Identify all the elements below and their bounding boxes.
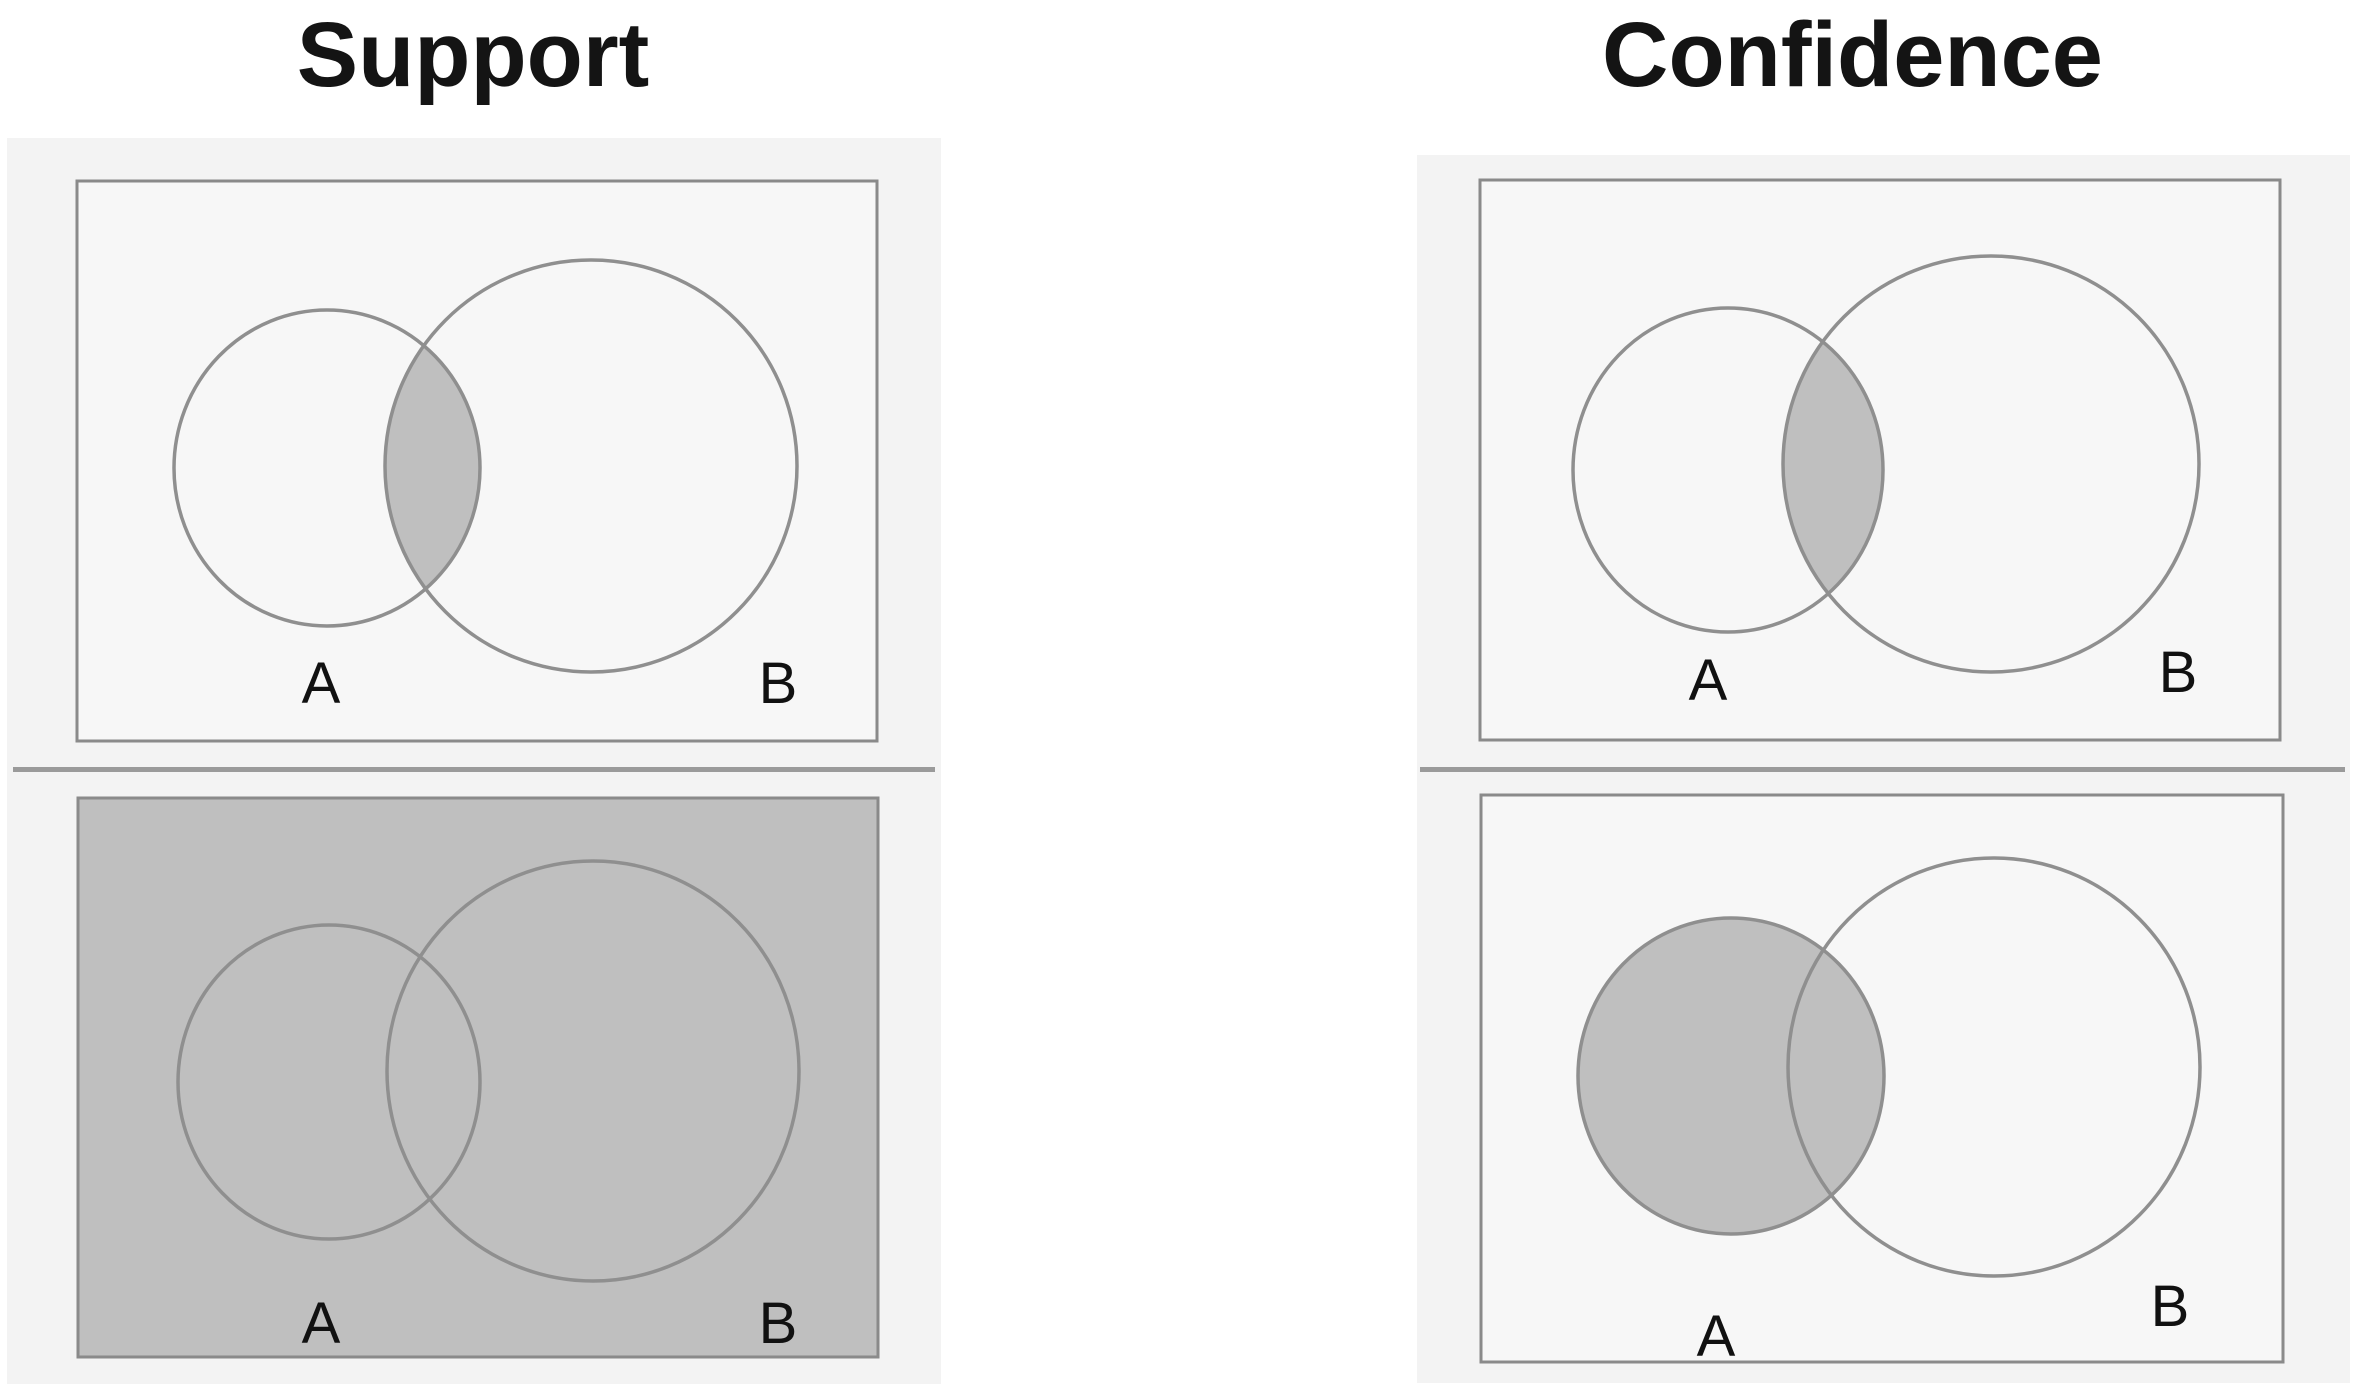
- label-a: A: [302, 1291, 341, 1356]
- support-denominator-venn: A B: [76, 796, 880, 1359]
- fraction-bar: [13, 767, 935, 772]
- support-panel: A B A B: [7, 138, 941, 1384]
- support-fraction-diagram: A B A B: [13, 179, 935, 1359]
- support-numerator-venn: A B: [75, 179, 879, 743]
- intersection-shaded-region: [1783, 308, 1883, 632]
- confidence-fraction-diagram: A B A B: [1420, 178, 2345, 1369]
- confidence-denominator-venn: A B: [1479, 793, 2285, 1369]
- label-b: B: [2151, 1274, 2190, 1339]
- fraction-bar: [1420, 767, 2345, 772]
- label-a: A: [1689, 648, 1728, 713]
- circle-b: [1786, 856, 2202, 1278]
- circle-a: [1571, 306, 1885, 634]
- circle-a-shaded: [1576, 916, 1886, 1236]
- label-a: A: [1697, 1304, 1736, 1369]
- confidence-numerator-venn: A B: [1478, 178, 2282, 742]
- label-b: B: [759, 1291, 798, 1356]
- circle-a: [176, 923, 482, 1241]
- label-b: B: [2159, 640, 2198, 705]
- confidence-title: Confidence: [1602, 4, 2103, 106]
- intersection-shaded-region: [385, 310, 480, 626]
- circle-b: [383, 258, 799, 674]
- label-a: A: [302, 651, 341, 716]
- support-title: Support: [296, 4, 650, 106]
- circle-b: [1781, 254, 2201, 674]
- circle-a: [172, 308, 482, 628]
- circle-b: [385, 859, 801, 1283]
- universe-box-shaded: [76, 796, 880, 1359]
- label-b: B: [759, 651, 798, 716]
- confidence-panel: A B A B: [1417, 155, 2350, 1383]
